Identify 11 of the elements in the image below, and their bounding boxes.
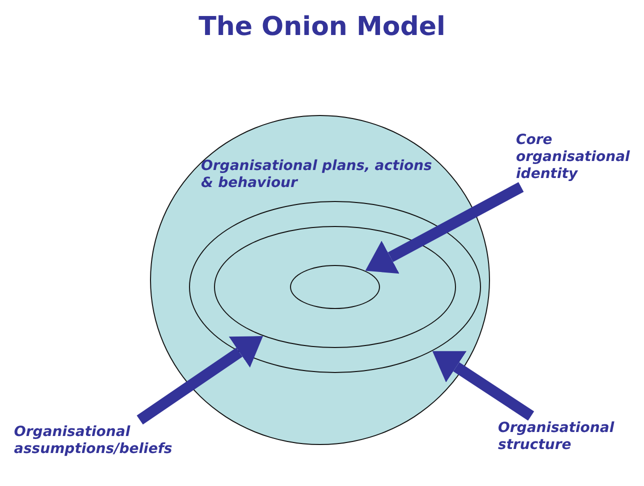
arrow — [365, 182, 524, 274]
arrow — [432, 351, 534, 421]
onion-ring — [214, 226, 456, 348]
title: The Onion Model — [198, 12, 446, 42]
onion-ring — [290, 265, 380, 309]
layer-label: Organisational structure — [498, 420, 628, 454]
layer-label: Organisational assumptions/beliefs — [14, 424, 204, 458]
arrow — [136, 336, 264, 425]
onion-ring — [189, 201, 481, 373]
layer-label: Core organisational identity — [516, 132, 636, 183]
layer-label: Organisational plans, actions & behaviour — [201, 158, 433, 192]
